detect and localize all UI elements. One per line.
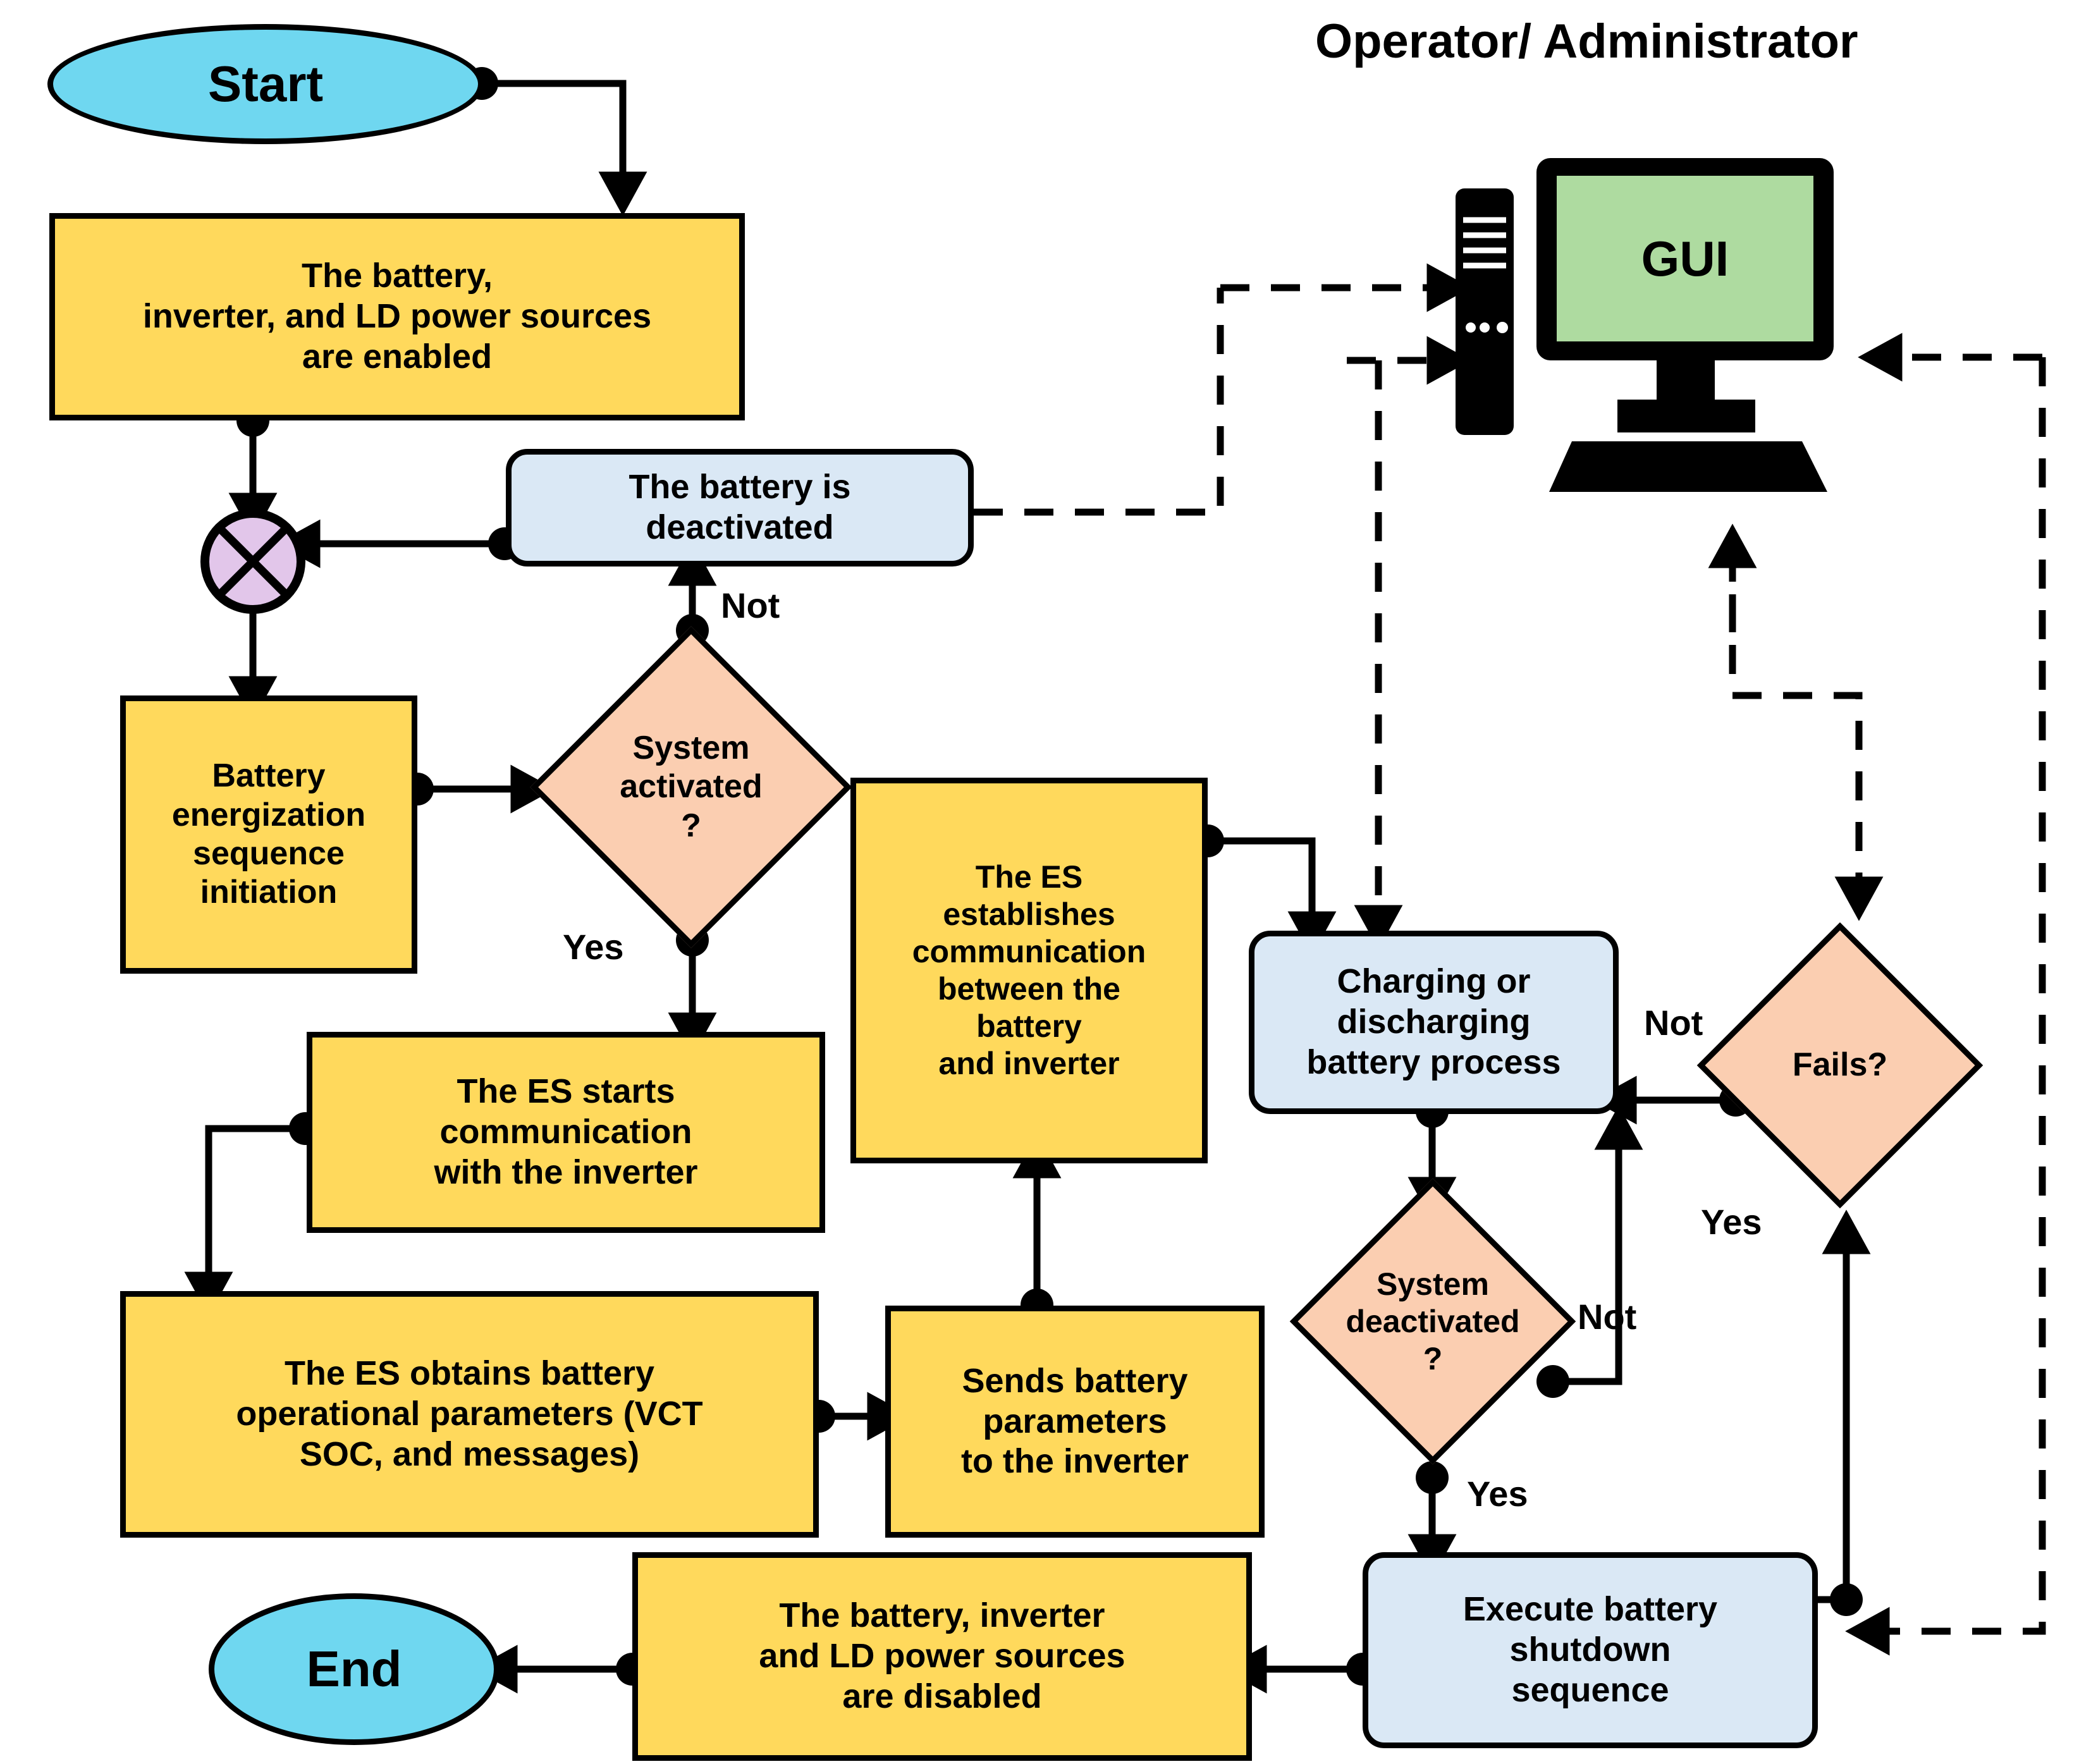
page-title: Operator/ Administrator (1315, 15, 1858, 68)
process-es-starts-communication: The ES starts communication with the inv… (307, 1032, 825, 1233)
workstation-icon: GUI (1448, 158, 1878, 556)
fails-label: Fails? (1792, 1046, 1888, 1084)
edge-label-yes-system-activated: Yes (563, 927, 624, 967)
decision-system-deactivated: System deactivated ? (1289, 1178, 1576, 1465)
start-terminator: Start (47, 24, 484, 144)
battery-deactivated-label: The battery is deactivated (629, 468, 851, 546)
enable-sources-label: The battery, inverter, and LD power sour… (142, 257, 652, 376)
execute-shutdown-label: Execute battery shutdown sequence (1462, 1590, 1718, 1709)
system-battery-deactivated: The battery is deactivated (506, 449, 974, 567)
process-battery-energization: Battery energization sequence initiation (120, 695, 417, 974)
end-label: End (306, 1640, 402, 1697)
disable-sources-label: The battery, inverter and LD power sourc… (759, 1596, 1125, 1715)
es-starts-comm-label: The ES starts communication with the inv… (434, 1072, 698, 1191)
system-activated-label: System activated ? (620, 729, 763, 844)
merge-junction-icon (196, 505, 310, 618)
process-es-obtains-parameters: The ES obtains battery operational param… (120, 1291, 819, 1538)
edge-label-yes-system-deactivated: Yes (1467, 1474, 1528, 1514)
decision-fails: Fails? (1696, 922, 1984, 1209)
process-enable-power-sources: The battery, inverter, and LD power sour… (49, 213, 745, 420)
decision-system-activated: System activated ? (530, 626, 852, 948)
gui-screen-label: GUI (1641, 230, 1729, 286)
charging-process-label: Charging or discharging battery process (1306, 962, 1561, 1081)
system-deactivated-label: System deactivated ? (1346, 1266, 1520, 1376)
process-es-establishes-communication: The ES establishes communication between… (850, 778, 1208, 1163)
es-obtains-params-label: The ES obtains battery operational param… (236, 1354, 703, 1473)
battery-energization-label: Battery energization sequence initiation (171, 757, 366, 911)
edge-label-not-system-activated: Not (721, 585, 780, 625)
edge-label-yes-fails: Yes (1701, 1202, 1762, 1242)
process-sends-parameters: Sends battery parameters to the inverter (885, 1306, 1265, 1538)
system-charging-discharging: Charging or discharging battery process (1249, 931, 1619, 1114)
start-label: Start (207, 55, 324, 112)
edge-label-not-system-deactivated: Not (1578, 1297, 1637, 1337)
edge-label-not-fails: Not (1644, 1003, 1703, 1043)
sends-params-label: Sends battery parameters to the inverter (960, 1361, 1189, 1481)
system-execute-shutdown: Execute battery shutdown sequence (1363, 1552, 1818, 1748)
process-disable-power-sources: The battery, inverter and LD power sourc… (632, 1552, 1252, 1761)
end-terminator: End (209, 1593, 500, 1745)
es-establishes-comm-label: The ES establishes communication between… (912, 859, 1146, 1081)
